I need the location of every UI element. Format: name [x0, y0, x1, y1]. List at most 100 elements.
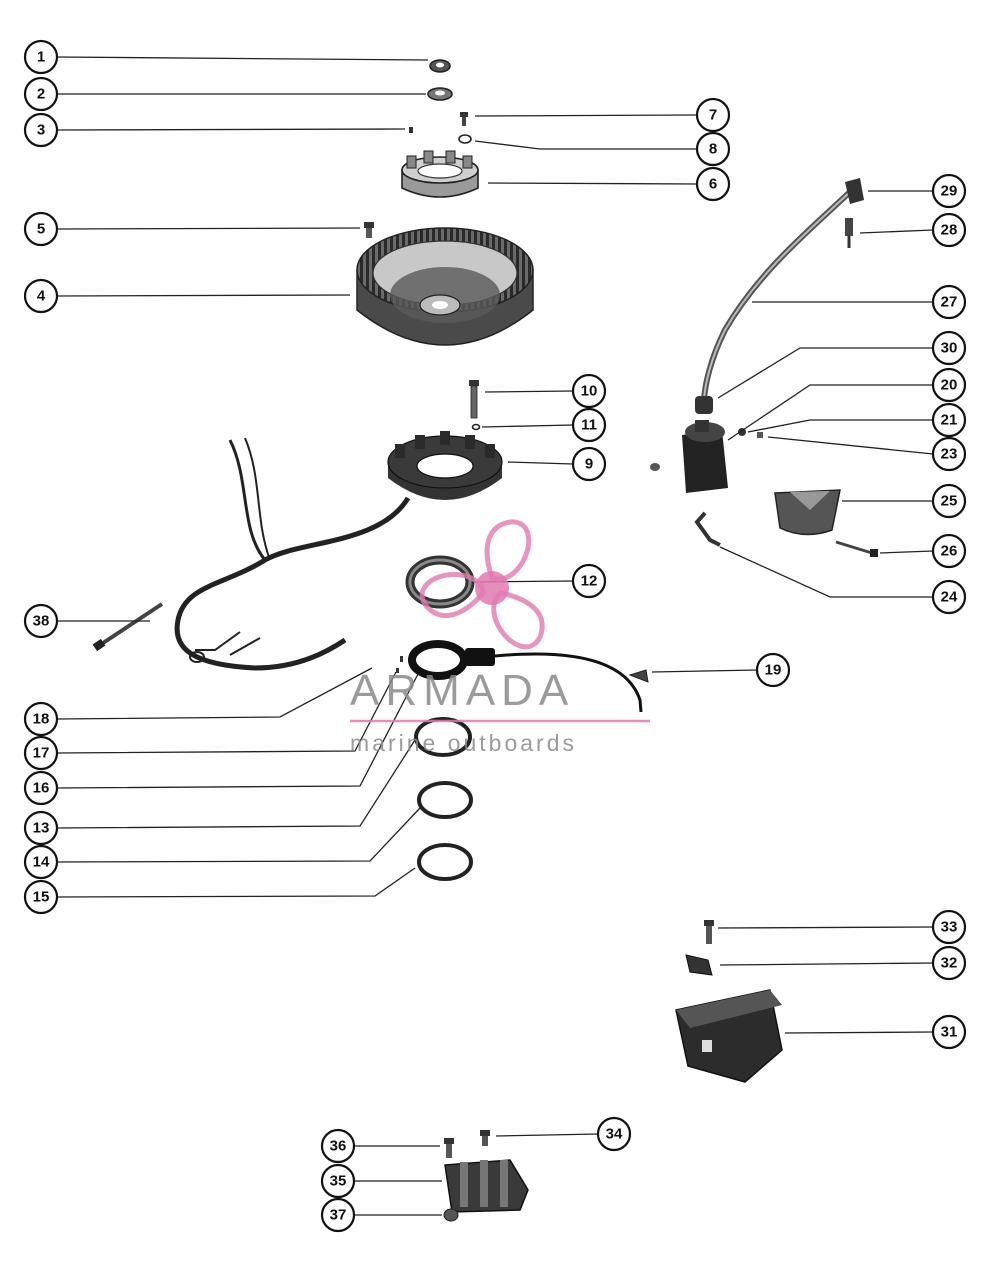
svg-text:33: 33: [941, 919, 958, 936]
part-screw-36: [444, 1138, 454, 1158]
part-bolt-38: [92, 602, 164, 652]
svg-text:5: 5: [37, 221, 45, 238]
part-rectifier-35: [444, 1159, 529, 1213]
svg-text:23: 23: [941, 446, 958, 463]
part-switch-box-31: [675, 989, 783, 1083]
svg-text:17: 17: [33, 745, 50, 762]
svg-text:31: 31: [941, 1024, 958, 1041]
callout-38: 38: [23, 603, 59, 639]
svg-text:30: 30: [941, 340, 958, 357]
svg-text:28: 28: [941, 222, 958, 239]
svg-text:13: 13: [33, 820, 50, 837]
part-stator-9: [387, 431, 503, 500]
callout-4: 4: [23, 278, 59, 314]
callout-37: 37: [320, 1197, 356, 1233]
callout-labels: 1 2 3 4 5 6 7 8 9 10 11 12 13 14 15 16 1…: [23, 39, 967, 1233]
svg-text:20: 20: [941, 377, 958, 394]
propeller-icon: [419, 519, 545, 650]
svg-text:14: 14: [33, 854, 50, 871]
part-spring-28: [845, 218, 853, 248]
part-washer-8: [458, 134, 472, 144]
watermark-brand: ARMADA: [350, 666, 574, 715]
part-ring-13: [414, 717, 472, 757]
svg-text:4: 4: [37, 288, 46, 305]
parts-illustrations: [92, 59, 878, 1222]
callout-12: 12: [571, 563, 607, 599]
svg-text:36: 36: [330, 1138, 347, 1155]
callout-17: 17: [23, 735, 59, 771]
callout-30: 30: [931, 330, 967, 366]
callout-14: 14: [23, 844, 59, 880]
part-retainer-ring-12: [405, 555, 475, 609]
part-lead-24: [694, 511, 721, 547]
callout-20: 20: [931, 367, 967, 403]
callout-11: 11: [571, 407, 607, 443]
callout-24: 24: [931, 579, 967, 615]
callout-21: 21: [931, 402, 967, 438]
part-flywheel-cup-6: [401, 150, 479, 198]
part-screw-7: [460, 112, 468, 126]
callout-33: 33: [931, 909, 967, 945]
callout-19: 19: [755, 652, 791, 688]
callout-8: 8: [695, 131, 731, 167]
watermark-tagline: marine outboards: [350, 730, 577, 756]
svg-text:10: 10: [581, 383, 598, 400]
callout-28: 28: [931, 212, 967, 248]
part-high-tension-lead-27: [695, 178, 864, 414]
callout-10: 10: [571, 373, 607, 409]
part-screw-26: [835, 540, 878, 557]
part-bolt-10: [469, 380, 479, 419]
svg-text:11: 11: [581, 417, 597, 434]
part-washer-23: [757, 432, 763, 438]
svg-text:19: 19: [765, 662, 782, 679]
part-trigger-coil-16: [408, 640, 643, 713]
svg-text:2: 2: [37, 86, 45, 103]
svg-text:38: 38: [33, 613, 50, 630]
callout-6: 6: [695, 166, 731, 202]
callout-13: 13: [23, 810, 59, 846]
svg-text:12: 12: [581, 573, 598, 590]
armada-watermark: ARMADA marine outboards: [350, 519, 650, 756]
callout-1: 1: [23, 39, 59, 75]
callout-9: 9: [571, 446, 607, 482]
callout-15: 15: [23, 879, 59, 915]
part-flywheel-4: [356, 227, 534, 346]
svg-text:34: 34: [606, 1126, 623, 1143]
callout-27: 27: [931, 284, 967, 320]
svg-text:27: 27: [941, 294, 958, 311]
part-stator-wire-harness: [174, 437, 411, 671]
part-clamp-32: [685, 954, 713, 976]
callout-31: 31: [931, 1014, 967, 1050]
part-screw-18: [400, 656, 403, 662]
callout-23: 23: [931, 436, 967, 472]
svg-text:26: 26: [941, 543, 958, 560]
callout-36: 36: [320, 1128, 356, 1164]
part-screw-17: [396, 668, 399, 673]
svg-text:3: 3: [37, 122, 45, 139]
part-ignition-coil-20: [650, 420, 728, 493]
svg-text:6: 6: [709, 176, 717, 193]
part-ring-15: [417, 843, 473, 881]
svg-text:25: 25: [941, 493, 958, 510]
callout-29: 29: [931, 173, 967, 209]
svg-text:29: 29: [941, 183, 958, 200]
part-screw-5: [364, 222, 374, 238]
part-screw-34: [480, 1130, 490, 1146]
callout-18: 18: [23, 701, 59, 737]
part-nut-1: [429, 59, 451, 73]
svg-text:8: 8: [709, 141, 717, 158]
svg-text:32: 32: [941, 955, 958, 972]
callout-3: 3: [23, 112, 59, 148]
part-key-3: [409, 127, 413, 133]
svg-text:9: 9: [585, 456, 593, 473]
callout-34: 34: [596, 1116, 632, 1152]
svg-text:35: 35: [330, 1173, 347, 1190]
callout-25: 25: [931, 483, 967, 519]
svg-text:24: 24: [941, 589, 958, 606]
svg-text:18: 18: [33, 711, 50, 728]
part-screw-33: [704, 920, 714, 944]
part-washer-2: [427, 87, 453, 101]
svg-text:15: 15: [33, 889, 50, 906]
callout-35: 35: [320, 1163, 356, 1199]
